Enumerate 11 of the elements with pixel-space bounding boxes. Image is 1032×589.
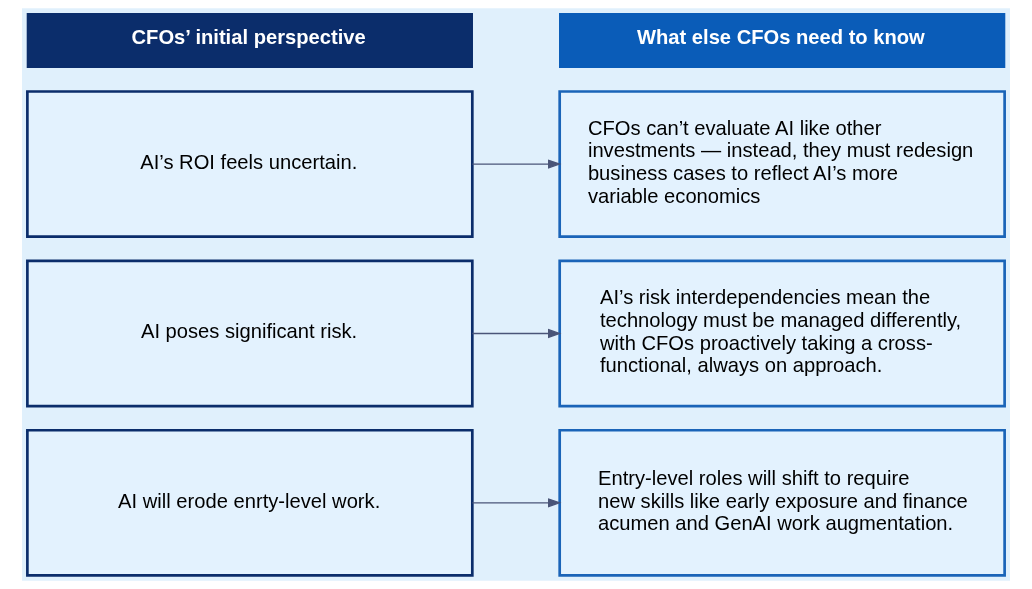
node-box: AI poses significant risk. — [26, 259, 474, 408]
node-box: AI’s ROI feels uncertain. — [26, 90, 474, 239]
node-box: AI’s risk interdependencies mean the technology must be managed differently, with CFOs proactively taking a cross-functional, always on approach. — [558, 259, 1006, 408]
node-box: What else CFOs need to know — [559, 12, 1006, 68]
arrow — [471, 328, 562, 339]
node-box: Entry-level roles will shift to require new skills like early exposure and finance acumen and GenAI work augmentation. — [558, 428, 1006, 577]
node-box: AI will erode enrty-level work. — [26, 428, 474, 577]
arrow — [471, 159, 562, 169]
arrow — [471, 498, 562, 508]
node-box: CFOs’ initial perspective — [26, 12, 473, 68]
node-box: CFOs can’t evaluate AI like other investments — instead, they must redesign business cases to reflect AI’s more variable economics — [558, 90, 1006, 239]
